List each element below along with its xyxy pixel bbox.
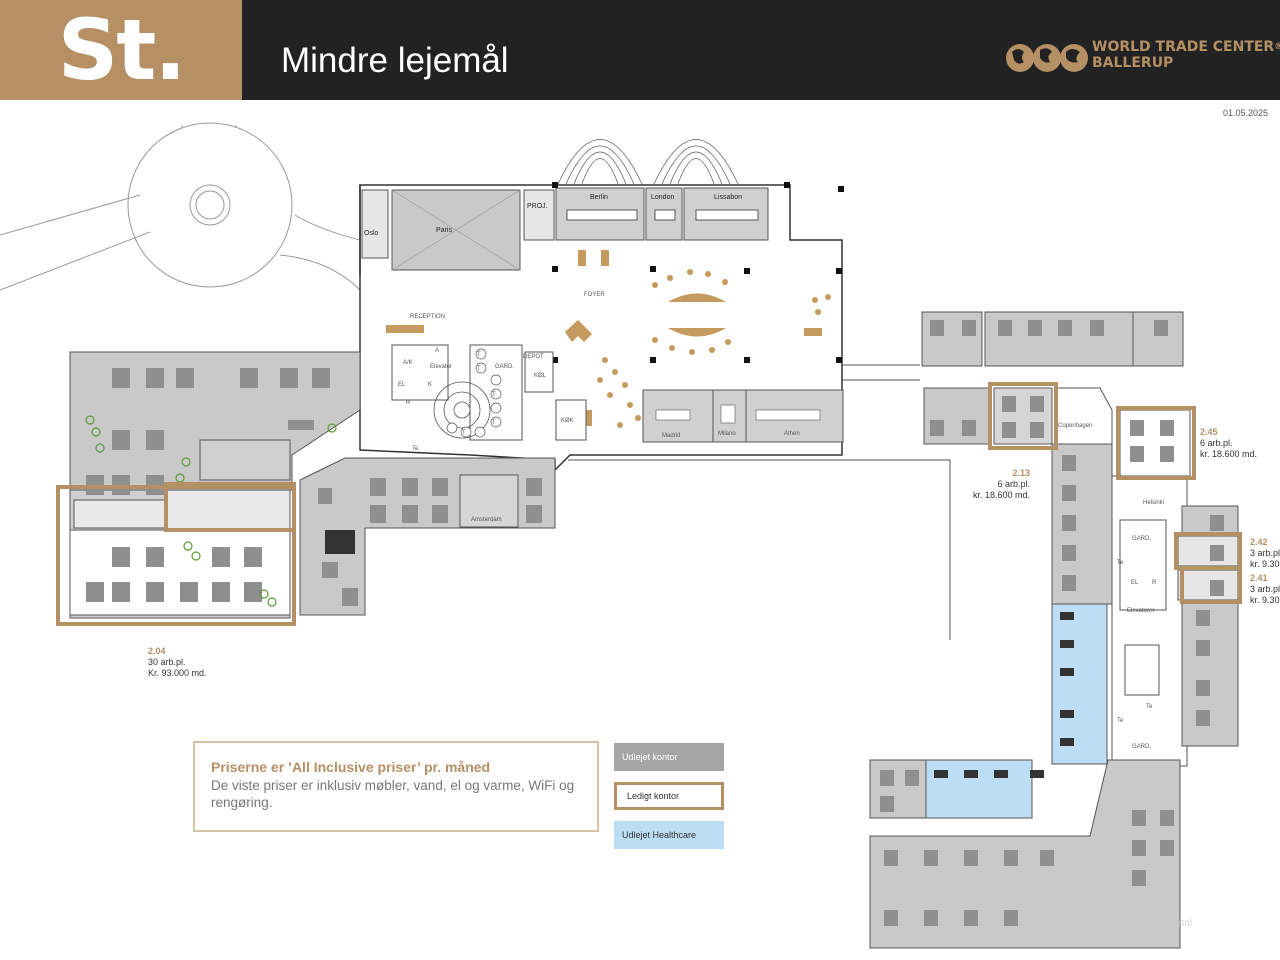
- watermark: boligportal: [1146, 918, 1193, 929]
- toilet-t4: T: [492, 420, 496, 426]
- foyer-columns: [552, 182, 844, 363]
- room-r-east: R: [1152, 580, 1157, 586]
- top-rooms: [361, 187, 769, 271]
- room-k: K: [428, 382, 432, 388]
- dark-desk-block: [325, 530, 355, 554]
- room-a: A: [435, 348, 439, 354]
- offer-2-41-seats: 3 arb.pl: [1250, 584, 1280, 594]
- toilet-t1: T: [477, 352, 481, 358]
- room-el-east: EL: [1131, 580, 1139, 586]
- price-info-text: De viste priser er inklusiv møbler, vand…: [211, 778, 575, 810]
- room-london: London: [651, 194, 674, 201]
- date-label: 01.05.2025: [1222, 108, 1268, 118]
- room-gard-east-2: GARD.: [1132, 744, 1151, 750]
- room-r: R: [406, 400, 411, 406]
- brand-city: BALLERUP: [1092, 55, 1174, 71]
- room-kok: KØK: [561, 418, 574, 424]
- room-proj: PROJ.: [527, 203, 548, 210]
- room-gard-east-1: GARD.: [1132, 536, 1151, 542]
- east-corridor: [568, 364, 951, 640]
- room-depot: DEPOT: [523, 354, 544, 360]
- price-info-title: Priserne er ’All Inclusive priser’ pr. m…: [211, 759, 491, 775]
- offer-2-13-price: kr. 18.600 md.: [972, 490, 1030, 500]
- toilet-cells: [446, 348, 502, 438]
- room-te-east-3: Te: [1117, 718, 1124, 724]
- toilet-t2: T: [477, 366, 481, 372]
- offer-2-45-seats: 6 arb.pl.: [1200, 438, 1233, 448]
- offer-2-04-price: Kr. 93.000 md.: [148, 668, 207, 678]
- room-copenhagen: Copenhagen: [1058, 423, 1092, 429]
- brand-logo: WORLD TRADE CENTER® BALLERUP: [1004, 36, 1280, 80]
- room-milano: Milano: [718, 431, 736, 437]
- room-paris: Paris: [436, 227, 452, 234]
- east-wing-desks: [880, 320, 1224, 926]
- offer-2-42: 2.42 3 arb.pl kr. 9.30: [1250, 537, 1280, 570]
- toilet-t3: T: [492, 392, 496, 398]
- free-office-2-04-annex[interactable]: [164, 482, 296, 532]
- south-center-wing: [299, 457, 556, 616]
- offer-2-13-seats: 6 arb.pl.: [997, 479, 1030, 489]
- foyer-label: FOYER: [584, 292, 605, 298]
- foyer-chairs: [597, 269, 831, 428]
- room-madrid: Madrid: [662, 433, 680, 439]
- toilet-t5: T: [462, 430, 466, 436]
- room-gard-center: GARD.: [495, 364, 514, 370]
- offer-2-04: 2.04 30 arb.pl. Kr. 93.000 md.: [148, 646, 207, 679]
- offer-2-42-seats: 3 arb.pl: [1250, 548, 1280, 558]
- brand-name: WORLD TRADE CENTER: [1092, 39, 1275, 55]
- free-office-2-04[interactable]: [56, 485, 296, 626]
- legend-rented-healthcare: Udlejet Healthcare: [614, 821, 724, 849]
- south-center-desks: [318, 478, 542, 606]
- offer-2-13-code: 2.13: [1012, 468, 1030, 478]
- room-kol: KØL: [534, 373, 547, 379]
- offer-2-41-code: 2.41: [1250, 573, 1268, 583]
- free-office-2-13[interactable]: [988, 382, 1058, 450]
- room-elevator: Elevator: [430, 364, 452, 370]
- legend-free-office: Ledigt kontor: [614, 782, 724, 810]
- room-te-east-1: Te: [1117, 560, 1124, 566]
- spiral-stair: [433, 381, 491, 439]
- healthcare-beds: [934, 612, 1074, 778]
- offer-2-13: 2.13 6 arb.pl. kr. 18.600 md.: [970, 468, 1030, 501]
- room-amsterdam: Amsterdam: [471, 517, 502, 523]
- room-te-center: Te: [412, 446, 419, 452]
- roundabout-road: [0, 122, 361, 291]
- room-helsinki: Helsinki: [1143, 500, 1164, 506]
- legend-rented-office: Udlejet kontor: [614, 743, 724, 771]
- room-berlin: Berlin: [590, 194, 608, 201]
- left-wing-desks: [86, 368, 330, 602]
- free-office-2-45[interactable]: [1116, 406, 1196, 480]
- reception-label: RECEPTION: [410, 314, 445, 320]
- entrance-arches: [557, 139, 739, 185]
- central-building: [359, 184, 843, 472]
- offer-2-42-code: 2.42: [1250, 537, 1268, 547]
- foyer-furniture: [386, 250, 822, 426]
- price-info-box: Priserne er ’All Inclusive priser’ pr. m…: [193, 741, 599, 832]
- offer-2-41-price: kr. 9.30: [1250, 595, 1280, 605]
- offer-2-04-seats: 30 arb.pl.: [148, 657, 186, 667]
- page-header: St. Mindre lejemål WORLD TRADE CENTER® B…: [0, 0, 1280, 100]
- room-lissabon: Lissabon: [714, 194, 742, 201]
- registered-mark: ®: [1274, 42, 1280, 52]
- page-title: Mindre lejemål: [281, 41, 509, 80]
- room-oslo: Oslo: [364, 230, 379, 237]
- meeting-tables-south: [655, 404, 821, 424]
- room-athen: Athen: [784, 431, 800, 437]
- room-elevatorer: Elevatorer: [1127, 608, 1154, 614]
- offer-2-45-price: kr. 18.600 md.: [1200, 449, 1258, 459]
- room-el: EL: [398, 382, 406, 388]
- room-te-east-2: Te: [1146, 704, 1153, 710]
- offer-2-42-price: kr. 9.30: [1250, 559, 1280, 569]
- floor-badge: St.: [0, 0, 242, 100]
- offer-2-45-code: 2.45: [1200, 427, 1218, 437]
- globe-logo-icon: [1006, 44, 1088, 72]
- room-ak: A/K: [403, 360, 413, 366]
- free-office-2-41[interactable]: [1180, 566, 1242, 604]
- offer-2-41: 2.41 3 arb.pl kr. 9.30: [1250, 573, 1280, 606]
- floor-plan: Oslo Paris PROJ. Berlin London Lissabon …: [0, 122, 1242, 949]
- offer-2-04-code: 2.04: [148, 646, 166, 656]
- offer-2-45: 2.45 6 arb.pl. kr. 18.600 md.: [1200, 427, 1257, 460]
